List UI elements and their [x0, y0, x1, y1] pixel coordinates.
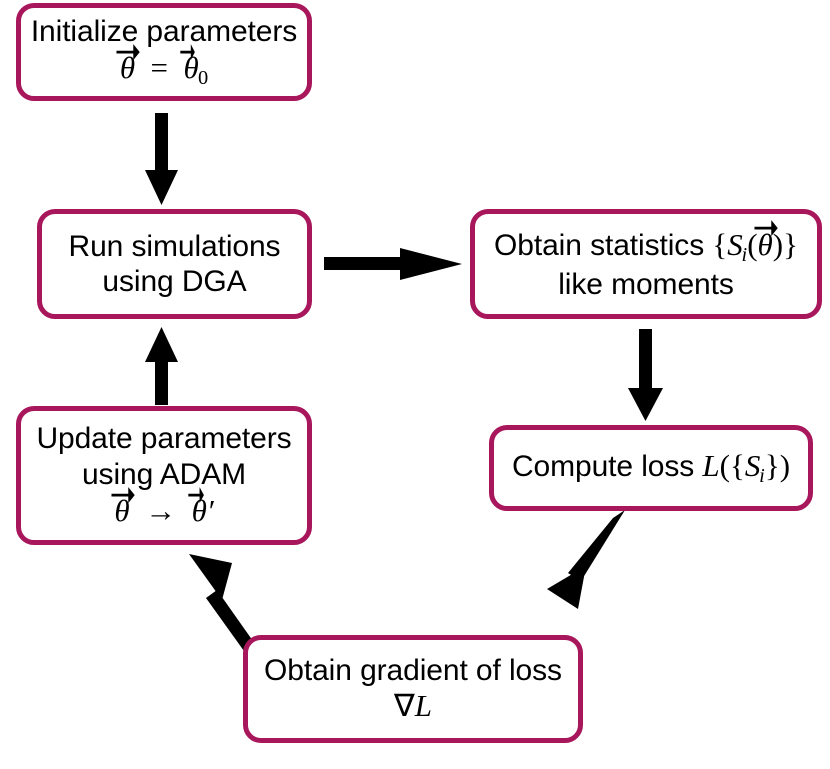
node-update-equation: θ → θ′	[111, 486, 214, 530]
edge-update-to-run	[145, 327, 178, 405]
node-loss-line1: Compute loss L({Si})	[512, 448, 790, 488]
node-update-line1: Update parameters	[36, 422, 292, 456]
node-run-line1: Run simulations	[68, 229, 281, 263]
node-loss-expression: L({Si})	[702, 448, 791, 487]
node-compute-loss[interactable]: Compute loss L({Si})	[489, 425, 813, 511]
node-initialize-parameters[interactable]: Initialize parameters θ = θ0	[16, 3, 312, 101]
node-grad-line1: Obtain gradient of loss	[264, 654, 562, 688]
edge-stats-to-loss	[628, 329, 663, 421]
node-obtain-statistics[interactable]: Obtain statistics {Si(θ)} like moments	[470, 209, 822, 319]
node-update-parameters[interactable]: Update parameters using ADAM θ → θ′	[16, 406, 312, 545]
edge-loss-to-grad	[547, 510, 625, 609]
edge-init-to-run	[145, 113, 178, 205]
node-initialize-line1: Initialize parameters	[30, 14, 298, 48]
node-loss-line1-prefix: Compute loss	[511, 450, 703, 484]
node-run-simulations[interactable]: Run simulations using DGA	[37, 209, 312, 319]
node-grad-expression: ∇L	[394, 688, 432, 724]
node-initialize-equation: θ = θ0	[116, 43, 208, 90]
node-run-line2: using DGA	[102, 265, 247, 298]
node-stats-line1: Obtain statistics {Si(θ)}	[494, 220, 798, 267]
edge-run-to-stats	[324, 248, 462, 280]
node-stats-line1-prefix: Obtain statistics	[494, 229, 713, 262]
node-stats-line2: like moments	[558, 267, 734, 301]
node-obtain-gradient[interactable]: Obtain gradient of loss ∇L	[243, 635, 583, 743]
node-update-line2: using ADAM	[81, 457, 247, 491]
node-stats-expression: {Si(θ)}	[712, 220, 798, 266]
